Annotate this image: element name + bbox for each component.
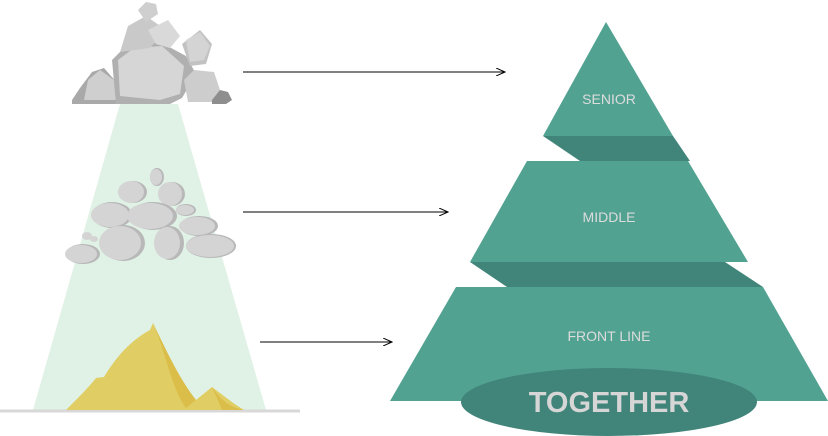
front-line-tier	[390, 287, 828, 401]
boulders-icon	[72, 2, 232, 104]
senior-label: SENIOR	[582, 91, 636, 107]
funnel-illustration	[0, 2, 300, 413]
together-base	[461, 368, 757, 436]
senior-tier	[543, 22, 673, 136]
sand-pile-icon	[66, 323, 244, 410]
together-label: TOGETHER	[529, 387, 690, 419]
senior-shadow	[543, 136, 690, 161]
middle-shadow	[470, 262, 763, 287]
pyramid: SENIOR MIDDLE FRONT LINE TOGETHER	[390, 22, 828, 436]
pebbles-icon	[65, 168, 236, 264]
middle-label: MIDDLE	[583, 209, 636, 225]
middle-tier	[470, 161, 748, 262]
front-line-label: FRONT LINE	[568, 328, 651, 344]
light-beam	[33, 104, 266, 410]
